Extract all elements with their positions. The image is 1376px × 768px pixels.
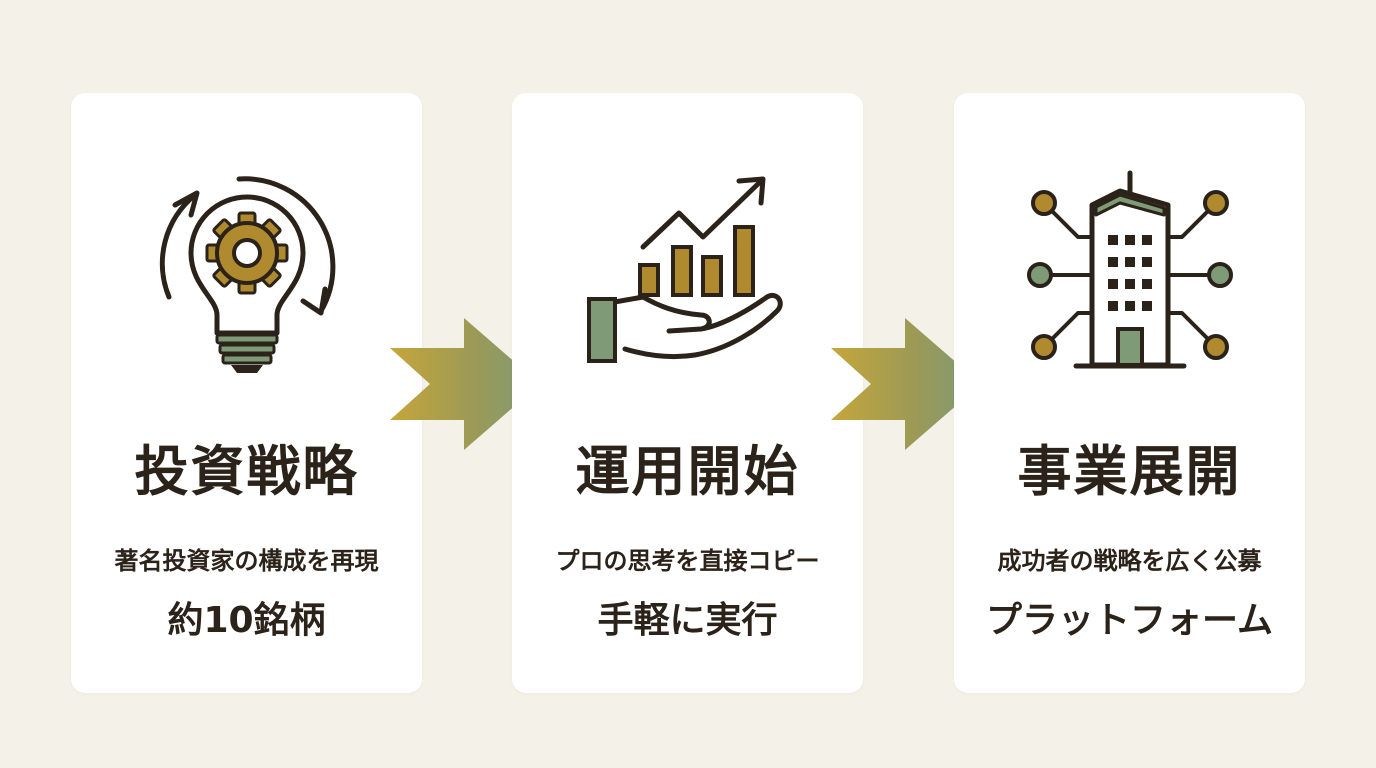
arrow-right-icon [831, 318, 981, 450]
step-card-investment-strategy: 投資戦略 著名投資家の構成を再現 約10銘柄 [71, 93, 422, 693]
step-description: プロの思考を直接コピー [555, 547, 820, 575]
step-description: 成功者の戦略を広く公募 [997, 547, 1262, 575]
connected-building-icon [1026, 170, 1233, 369]
step-title: 投資戦略 [134, 439, 359, 503]
step-title: 運用開始 [575, 439, 800, 503]
icon-container [512, 165, 863, 395]
step-title: 事業展開 [1017, 439, 1242, 503]
hand-growth-chart-icon [586, 176, 783, 363]
arrow-right-icon [390, 318, 540, 450]
step-highlight: 約10銘柄 [167, 600, 326, 641]
step-highlight: 手軽に実行 [597, 600, 778, 641]
step-card-business-expansion: 事業展開 成功者の戦略を広く公募 プラットフォーム [954, 93, 1305, 693]
icon-container [71, 165, 422, 395]
step-description: 著名投資家の構成を再現 [114, 547, 379, 575]
step-highlight: プラットフォーム [986, 600, 1273, 641]
step-card-start-operation: 運用開始 プロの思考を直接コピー 手軽に実行 [512, 93, 863, 693]
lightbulb-gear-icon [159, 176, 335, 373]
icon-container [954, 165, 1305, 395]
